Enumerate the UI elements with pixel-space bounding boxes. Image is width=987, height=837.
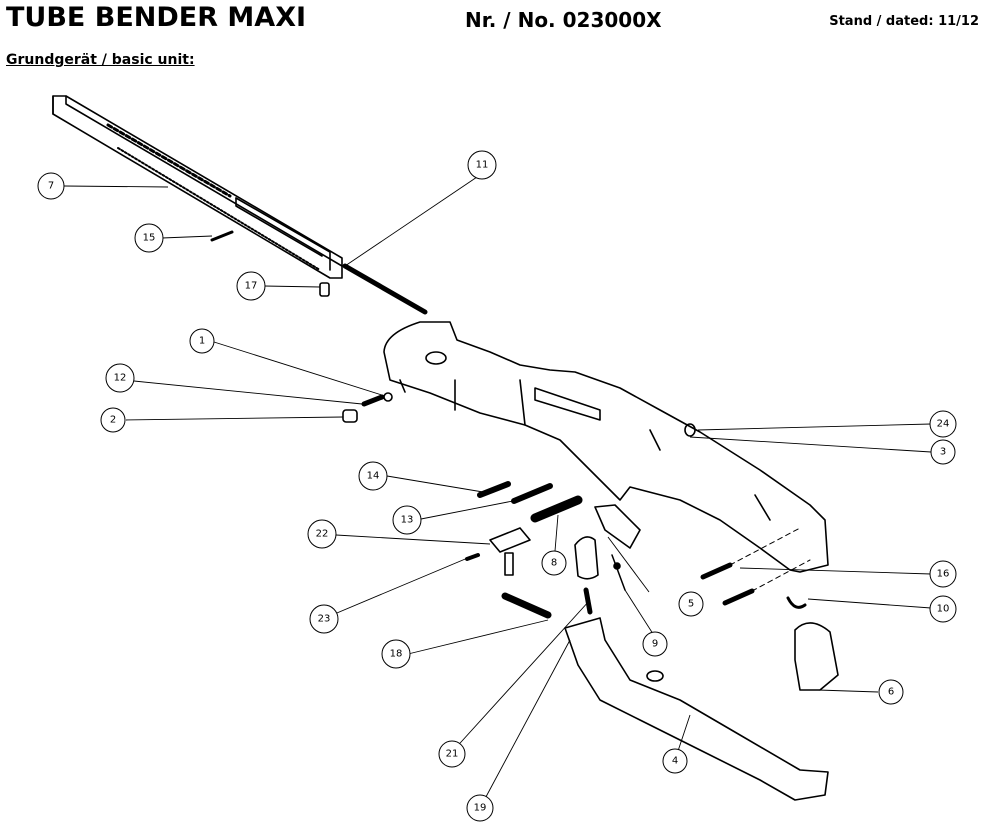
svg-text:2: 2 xyxy=(110,415,116,426)
svg-text:11: 11 xyxy=(476,160,489,171)
torsion-spring-part-10 xyxy=(786,596,807,609)
svg-text:23: 23 xyxy=(318,614,331,625)
jaw-part-6 xyxy=(794,622,839,691)
svg-text:16: 16 xyxy=(937,569,950,580)
spring-part-18 xyxy=(501,592,552,619)
svg-text:4: 4 xyxy=(672,756,678,767)
svg-text:10: 10 xyxy=(937,604,950,615)
callout-14: 14 xyxy=(358,461,388,491)
svg-text:24: 24 xyxy=(937,419,950,430)
svg-text:18: 18 xyxy=(390,649,403,660)
spring-part-21 xyxy=(583,587,593,615)
block-part-22 xyxy=(489,527,531,553)
svg-text:9: 9 xyxy=(652,639,658,650)
callout-17: 17 xyxy=(236,271,266,301)
svg-text:17: 17 xyxy=(245,281,258,292)
callout-15: 15 xyxy=(134,223,164,253)
svg-text:15: 15 xyxy=(143,233,156,244)
svg-text:3: 3 xyxy=(940,447,946,458)
lever-knob xyxy=(646,670,664,682)
pawl-part-5 xyxy=(594,504,641,549)
bolt-part-8 xyxy=(530,495,583,523)
leader-lines xyxy=(63,174,932,809)
callout-7: 7 xyxy=(37,172,65,200)
pin-part-14 xyxy=(477,481,511,498)
callout-8: 8 xyxy=(541,550,567,576)
callout-3: 3 xyxy=(930,439,956,465)
svg-text:7: 7 xyxy=(48,181,54,192)
pin-part-13 xyxy=(511,483,553,504)
callout-1: 1 xyxy=(189,328,215,354)
callout-24: 24 xyxy=(929,410,957,438)
svg-text:22: 22 xyxy=(316,529,329,540)
callout-10: 10 xyxy=(929,595,957,623)
callout-6: 6 xyxy=(878,679,904,705)
callout-19: 19 xyxy=(466,794,494,822)
spring-part-9 xyxy=(611,554,626,591)
pin-part-16a xyxy=(700,562,733,580)
callout-5: 5 xyxy=(678,591,704,617)
callout-23: 23 xyxy=(309,604,339,634)
svg-text:6: 6 xyxy=(888,687,894,698)
callout-16: 16 xyxy=(929,560,957,588)
callout-12: 12 xyxy=(105,363,135,393)
nut-part-2 xyxy=(342,409,358,423)
callout-11: 11 xyxy=(467,150,497,180)
rack-bar-part xyxy=(52,95,343,279)
callout-13: 13 xyxy=(392,505,422,535)
return-spring-part xyxy=(342,263,428,315)
svg-text:19: 19 xyxy=(474,803,487,814)
svg-text:12: 12 xyxy=(114,373,127,384)
spring-part-9-coil xyxy=(613,562,621,570)
callout-9: 9 xyxy=(642,631,668,657)
part-number: Nr. / No. 023000X xyxy=(465,8,662,32)
callout-4: 4 xyxy=(662,748,688,774)
main-body-part xyxy=(383,321,829,573)
section-subtitle: Grundgerät / basic unit: xyxy=(6,52,195,68)
svg-text:8: 8 xyxy=(551,558,557,569)
callout-22: 22 xyxy=(307,519,337,549)
ball-part-1 xyxy=(383,392,393,402)
pin-part-23b xyxy=(504,552,514,576)
callout-2: 2 xyxy=(100,407,126,433)
screw-part-23 xyxy=(465,553,480,561)
plunger-part-19 xyxy=(574,536,599,580)
ring-part-24 xyxy=(684,423,696,437)
sleeve-part-17 xyxy=(319,282,330,297)
svg-text:14: 14 xyxy=(367,471,380,482)
spring-part-12 xyxy=(361,394,385,407)
svg-text:13: 13 xyxy=(401,515,414,526)
document-title: TUBE BENDER MAXI xyxy=(6,2,307,33)
callout-21: 21 xyxy=(438,740,466,768)
date-stamp: Stand / dated: 11/12 xyxy=(829,14,979,29)
svg-text:21: 21 xyxy=(446,749,459,760)
lever-part-4 xyxy=(564,617,829,801)
pin-part-16b xyxy=(722,588,755,606)
svg-text:1: 1 xyxy=(199,336,205,347)
svg-text:5: 5 xyxy=(688,599,694,610)
callout-18: 18 xyxy=(381,639,411,669)
pin-part-15 xyxy=(210,230,234,242)
